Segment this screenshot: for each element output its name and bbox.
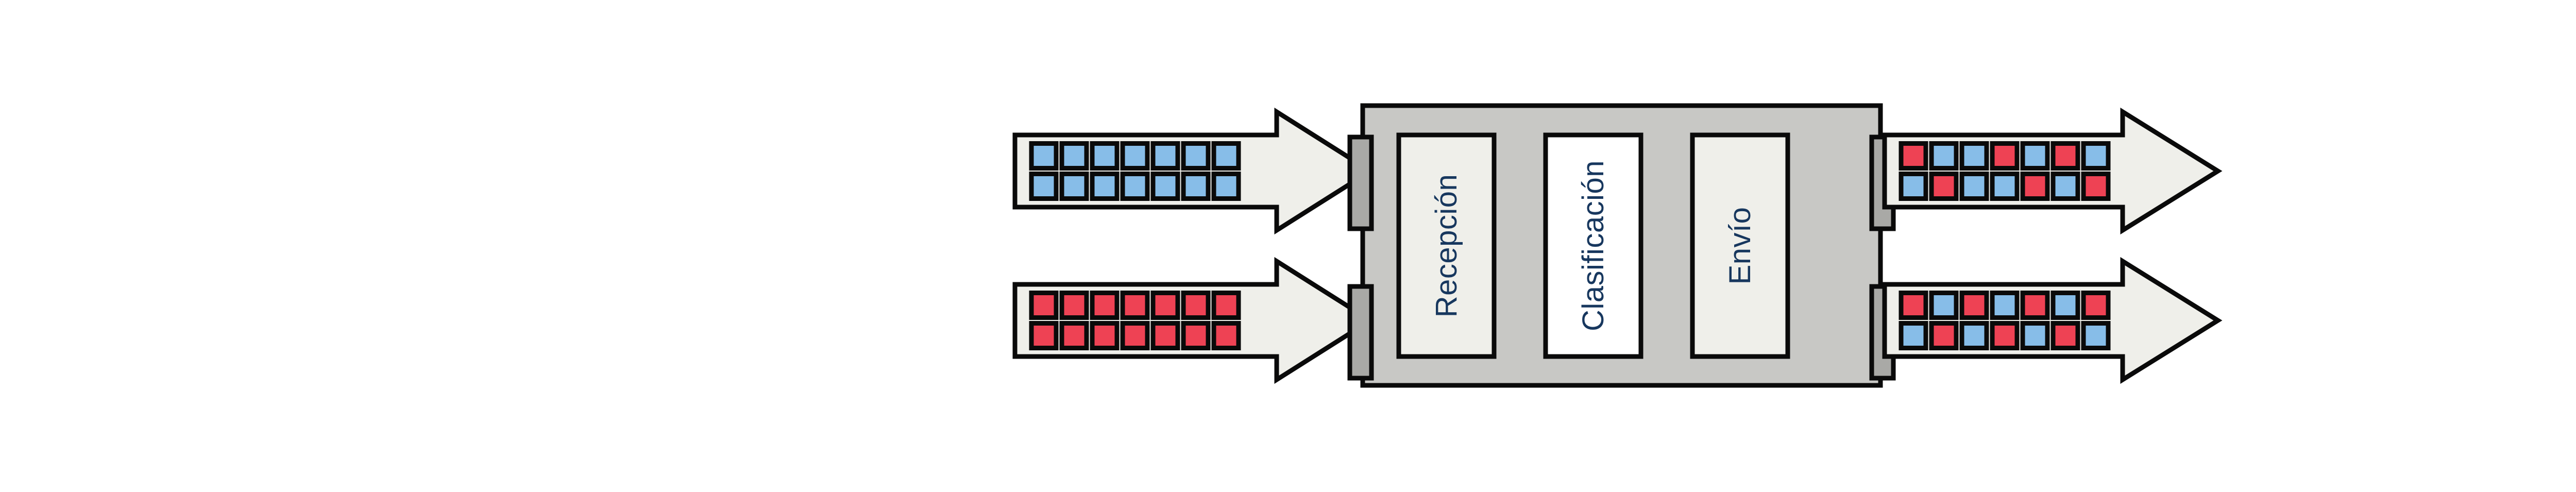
item-square-blue [1959,321,1989,350]
item-square-red [1181,321,1211,350]
item-square-blue [1029,141,1059,171]
item-square-blue [1059,141,1089,171]
item-square-red [1090,291,1120,320]
item-square-blue [1959,172,1989,201]
process-box-group: Recepción Clasificación Envío [1347,103,1896,388]
item-square-blue [2081,141,2111,171]
stage-panel-rect [1690,132,1790,359]
item-square-blue [1959,141,1989,171]
flow-arrow-output-top[interactable] [1882,107,2223,235]
stage-panel-envio[interactable]: Envío [1690,132,1790,359]
item-square-blue [1120,141,1150,171]
item-square-blue [1181,141,1211,171]
item-square-red [1211,321,1241,350]
item-square-blue [1120,172,1150,201]
item-square-red [2020,172,2050,201]
item-square-blue [1090,141,1120,171]
stage-panel-recepcion[interactable]: Recepción [1396,132,1497,359]
item-square-blue [1090,172,1120,201]
item-square-blue [1899,172,1928,201]
item-square-red [1150,291,1180,320]
item-square-red [1929,172,1959,201]
item-square-red [1120,321,1150,350]
stage-panel-rect [1396,132,1497,359]
item-square-red [2050,141,2080,171]
item-square-red [1150,321,1180,350]
item-square-blue [1150,141,1180,171]
stage-panel-rect [1543,132,1643,359]
item-square-red [1899,141,1928,171]
item-square-blue [2050,291,2080,320]
item-square-blue [2020,321,2050,350]
item-square-blue [1929,291,1959,320]
item-square-blue [1899,321,1928,350]
item-square-red [1059,321,1089,350]
item-square-blue [1150,172,1180,201]
connector-tab-in-top [1347,134,1374,231]
item-square-red [1899,291,1928,320]
connector-tab-in-bottom [1347,284,1374,381]
arrow-shape-input-bottom [1012,257,1375,384]
output-arrows-group [1882,107,2223,384]
item-square-red [1059,291,1089,320]
item-square-blue [1990,291,2020,320]
item-square-red [2081,172,2111,201]
item-square-red [1990,141,2020,171]
item-square-blue [1211,141,1241,171]
stage-label-recepcion: Recepción [1430,174,1463,318]
item-square-red [1029,291,1059,320]
arrow-shape-output-bottom [1882,257,2223,384]
flow-arrow-input-bottom[interactable] [1012,257,1375,384]
item-square-blue [1929,141,1959,171]
item-square-blue [1181,172,1211,201]
item-square-blue [1059,172,1089,201]
item-square-blue [2020,141,2050,171]
item-square-red [1211,291,1241,320]
item-square-red [1029,321,1059,350]
item-square-red [2081,291,2111,320]
item-square-red [1120,291,1150,320]
stage-label-clasificacion: Clasificación [1577,160,1610,331]
item-grid-input-bottom [1029,291,1241,350]
flow-arrow-input-top[interactable] [1012,107,1375,235]
item-square-red [1181,291,1211,320]
item-square-red [1090,321,1120,350]
flow-arrow-output-bottom[interactable] [1882,257,2223,384]
input-arrows-group [1012,107,1375,384]
item-square-red [1990,321,2020,350]
stage-label-envio: Envío [1723,207,1757,285]
item-square-blue [1990,172,2020,201]
item-square-blue [1029,172,1059,201]
item-square-red [2050,321,2080,350]
item-square-red [2020,291,2050,320]
item-grid-output-bottom [1899,291,2111,350]
item-square-red [1959,291,1989,320]
item-square-red [1929,321,1959,350]
item-square-blue [2081,321,2111,350]
arrow-shape-output-top [1882,107,2223,235]
item-grid-output-top [1899,141,2111,201]
item-square-blue [1211,172,1241,201]
arrow-shape-input-top [1012,107,1375,235]
stage-panel-clasificacion[interactable]: Clasificación [1543,132,1643,359]
item-grid-input-top [1029,141,1241,201]
item-square-blue [2050,172,2080,201]
